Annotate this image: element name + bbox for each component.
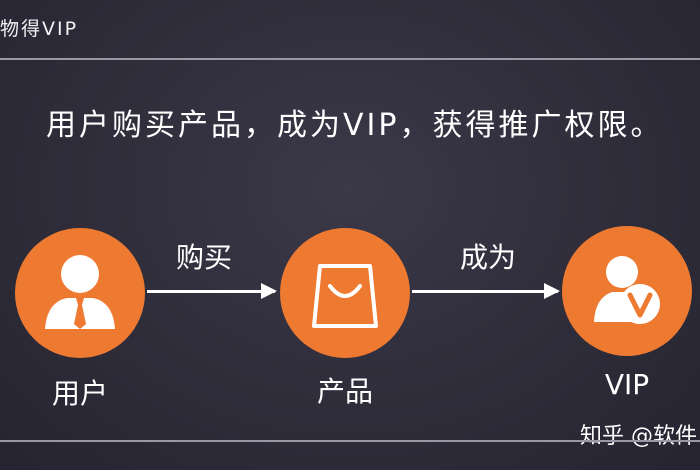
- arrow-buy: [147, 283, 277, 299]
- edge-label-buy: 购买: [175, 241, 232, 274]
- page-title: 物得VIP: [0, 18, 79, 40]
- vip-user-icon: [594, 256, 660, 324]
- product-node: [280, 228, 410, 358]
- node-label-product: 产品: [316, 375, 373, 408]
- top-divider: [0, 58, 700, 60]
- shopping-bag-icon: [312, 264, 378, 328]
- user-icon: [45, 255, 115, 329]
- headline-text: 用户购买产品，成为VIP，获得推广权限。: [46, 108, 664, 143]
- node-label-user: 用户: [51, 377, 108, 410]
- node-label-vip: VIP: [604, 368, 650, 401]
- watermark: 知乎 @软件: [580, 424, 697, 449]
- user-node: [15, 228, 145, 358]
- arrow-become: [412, 283, 560, 299]
- vip-node: [562, 226, 692, 356]
- bottom-divider: [0, 440, 700, 442]
- edge-label-become: 成为: [459, 241, 516, 274]
